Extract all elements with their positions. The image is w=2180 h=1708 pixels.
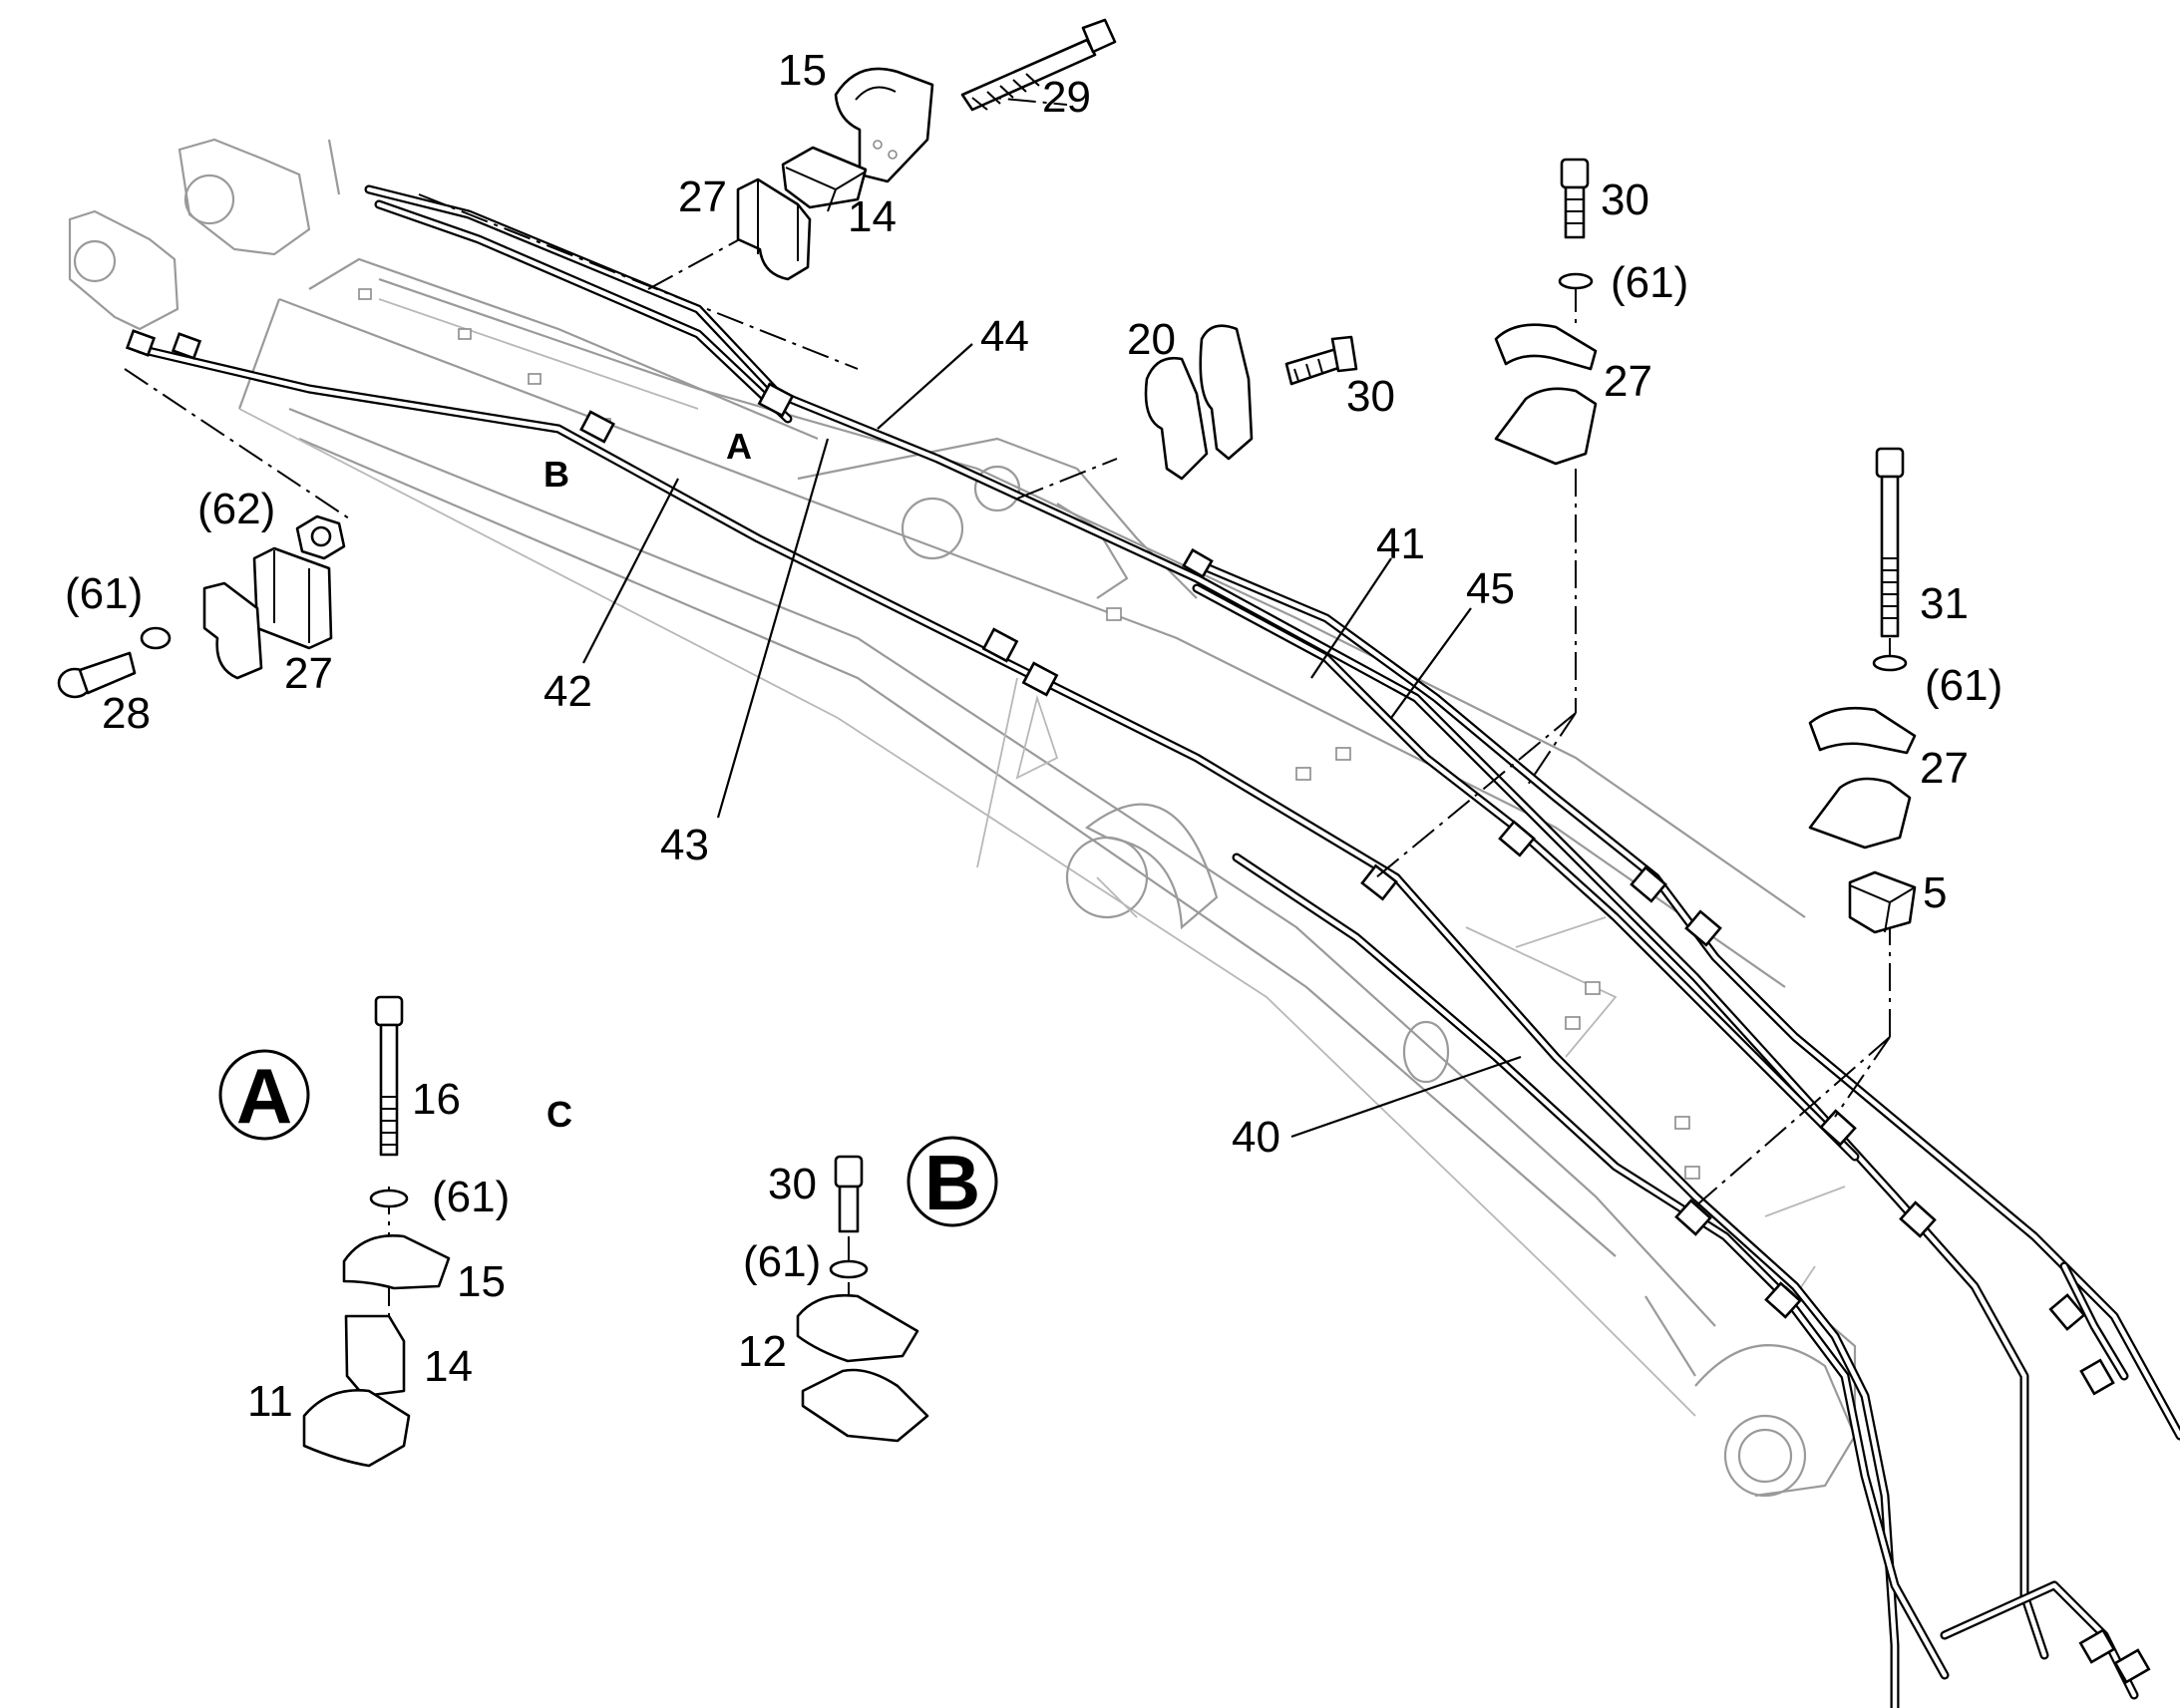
washer-61-b [1872, 654, 1908, 672]
callout-61-detail-b: (61) [743, 1237, 821, 1286]
washer-61-a [1558, 272, 1594, 290]
callout-31: 31 [1920, 579, 1969, 628]
callout-42: 42 [544, 667, 592, 716]
callout-labels: 15 29 27 14 30 (61) 20 30 27 44 (62) (61… [65, 46, 2002, 1426]
bolt-31 [1875, 447, 1905, 638]
callout-40: 40 [1232, 1113, 1280, 1162]
block-5 [1848, 870, 1917, 934]
detail-marker-c: C [546, 1094, 572, 1135]
callout-12: 12 [738, 1327, 787, 1376]
callout-30-detail-b: 30 [768, 1160, 817, 1208]
detail-marker-a: A [726, 426, 752, 467]
bolt-28 [57, 651, 137, 699]
detail-markers: A B C [544, 426, 752, 1135]
detail-marker-b: B [544, 454, 569, 495]
detail-title-b: B [924, 1139, 980, 1226]
callout-44: 44 [980, 312, 1029, 361]
callout-62: (62) [197, 485, 275, 533]
callout-5: 5 [1923, 868, 1947, 917]
detail-a-parts [302, 995, 451, 1468]
clamp-27-right-2 [1808, 706, 1917, 850]
detail-title-b-group: B [907, 1136, 998, 1227]
clamp-15-top [834, 67, 934, 183]
callout-14-top: 14 [848, 192, 897, 241]
callout-61-detail-a: (61) [432, 1173, 510, 1221]
callout-30-top-right: 30 [1601, 175, 1649, 224]
callout-14-detail-a: 14 [424, 1342, 473, 1391]
bolt-29 [960, 18, 1117, 112]
block-14-top [781, 146, 868, 212]
callout-27-left: 27 [284, 649, 333, 698]
clamp-27-left [202, 546, 333, 680]
clamp-20 [1144, 324, 1254, 481]
clamp-27-top [736, 177, 812, 281]
callout-27-top: 27 [678, 172, 727, 221]
callout-27-right-2: 27 [1920, 744, 1969, 793]
callout-61-left: (61) [65, 569, 143, 618]
bolt-30-top-right [1560, 158, 1590, 239]
callout-28: 28 [102, 689, 151, 738]
nut-62 [295, 514, 346, 560]
callout-29: 29 [1042, 73, 1091, 122]
callout-16: 16 [412, 1075, 461, 1124]
callout-20: 20 [1127, 315, 1176, 364]
detail-title-a: A [236, 1052, 292, 1140]
callout-61-right-2: (61) [1925, 661, 2002, 710]
callout-43: 43 [660, 821, 709, 869]
clamp-27-right-1 [1494, 323, 1598, 466]
callout-41: 41 [1376, 519, 1425, 568]
detail-b-parts [796, 1155, 929, 1443]
pipe-clamps [125, 329, 2151, 1684]
exploded-parts [57, 18, 1917, 1468]
bolt-30-mid [1284, 335, 1358, 386]
callout-61-top-right: (61) [1611, 258, 1688, 307]
hydraulic-pipes [135, 184, 2180, 1708]
callout-15-top: 15 [778, 46, 827, 95]
callout-11: 11 [247, 1377, 293, 1426]
callout-27-right-1: 27 [1604, 357, 1652, 406]
detail-title-a-group: A [218, 1049, 310, 1141]
leader-lines [582, 343, 1522, 1139]
callout-45: 45 [1466, 564, 1515, 613]
callout-30-mid: 30 [1346, 372, 1395, 421]
washer-61-left [140, 626, 172, 650]
callout-15-detail-a: 15 [457, 1257, 506, 1306]
